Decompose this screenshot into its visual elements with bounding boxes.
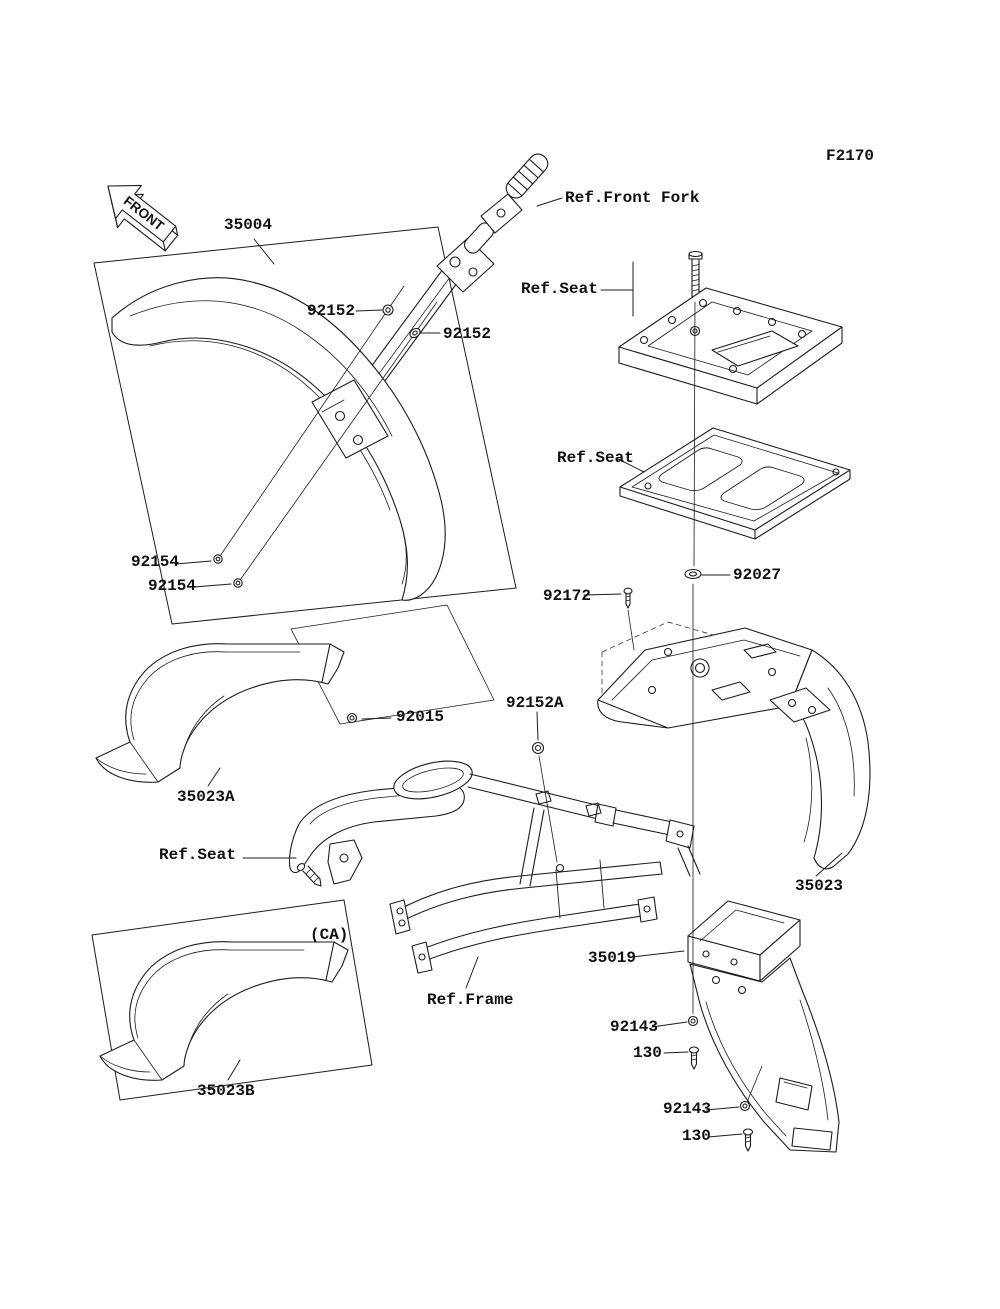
screw-92172-glyph bbox=[623, 587, 633, 609]
washer-92152-upper-glyph bbox=[382, 304, 394, 316]
label-rear-flap-35019: 35019 bbox=[588, 949, 637, 967]
seat-bracket-plate bbox=[618, 287, 843, 405]
front-arrow-icon: FRONT bbox=[107, 184, 179, 252]
rear-frame-part bbox=[389, 760, 701, 974]
label-washer-92152-left: 92152 bbox=[307, 302, 356, 320]
seat-base-plate bbox=[619, 427, 851, 540]
label-washer-92152-right: 92152 bbox=[443, 325, 492, 343]
label-ref-frame: Ref.Frame bbox=[427, 991, 514, 1009]
label-ref-seat-lower: Ref.Seat bbox=[159, 846, 236, 864]
label-screw-130-lower: 130 bbox=[682, 1127, 711, 1145]
bolt-92154-upper-glyph bbox=[213, 554, 223, 564]
inner-fender-35023b-part bbox=[99, 941, 349, 1081]
label-bolt-92154-lower: 92154 bbox=[148, 577, 197, 595]
label-washer-92027: 92027 bbox=[733, 566, 782, 584]
front-fork bbox=[347, 153, 549, 413]
mud-flap-35019-part bbox=[687, 900, 840, 1153]
seat-assembly-construction-box bbox=[290, 604, 495, 725]
seat-rail-part bbox=[288, 783, 465, 887]
front-fender-35004-part bbox=[111, 277, 446, 601]
label-washer-92152a: 92152A bbox=[506, 694, 564, 712]
label-ca-variant: (CA) bbox=[310, 926, 349, 944]
bolt-92154-lower-glyph bbox=[233, 578, 243, 588]
washer-92027-glyph bbox=[684, 568, 702, 580]
label-rear-fender-35023: 35023 bbox=[795, 877, 844, 895]
bolt-92143-lower-glyph bbox=[739, 1100, 751, 1112]
label-ref-front-fork: Ref.Front Fork bbox=[565, 189, 700, 207]
label-ref-seat-middle: Ref.Seat bbox=[557, 449, 634, 467]
figure-code: F2170 bbox=[826, 147, 875, 165]
label-inner-fender-35023b: 35023B bbox=[197, 1082, 255, 1100]
screw-130-upper-glyph bbox=[688, 1046, 700, 1070]
front-fender-group-box bbox=[93, 226, 517, 625]
assembly-axis-lines bbox=[217, 285, 763, 1103]
label-ref-seat-top: Ref.Seat bbox=[521, 280, 598, 298]
label-screw-130-upper: 130 bbox=[633, 1044, 662, 1062]
leader-lines bbox=[175, 197, 843, 1138]
label-bolt-92143-lower: 92143 bbox=[663, 1100, 712, 1118]
label-screw-92172: 92172 bbox=[543, 587, 592, 605]
label-front-fender-35004: 35004 bbox=[224, 216, 273, 234]
label-bolt-92015: 92015 bbox=[396, 708, 445, 726]
label-inner-fender-35023a: 35023A bbox=[177, 788, 235, 806]
bolt-92143-upper-glyph bbox=[687, 1015, 699, 1027]
bolt-92015-glyph bbox=[346, 712, 358, 724]
fasteners bbox=[213, 304, 754, 1152]
washer-92152-lower-glyph bbox=[409, 327, 421, 339]
ca-variant-box bbox=[91, 899, 373, 1101]
inner-fender-35023a-part bbox=[95, 643, 345, 783]
label-bolt-92143-upper: 92143 bbox=[610, 1018, 659, 1036]
rear-fender-35023-part bbox=[597, 621, 871, 870]
label-bolt-92154-upper: 92154 bbox=[131, 553, 180, 571]
screw-130-lower-glyph bbox=[742, 1128, 754, 1152]
washer-92152a-glyph bbox=[531, 741, 545, 755]
